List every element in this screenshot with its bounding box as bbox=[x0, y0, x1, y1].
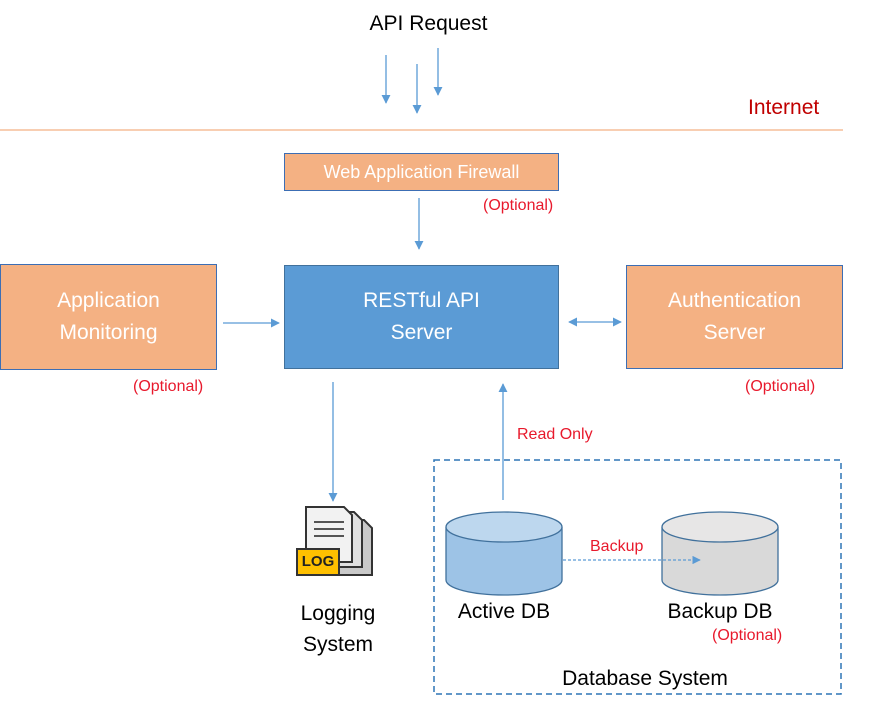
waf-optional-note: (Optional) bbox=[483, 197, 554, 214]
application-monitoring-box: Application Monitoring bbox=[0, 264, 217, 370]
logging-system-label: Logging System bbox=[300, 602, 376, 656]
backup-arrow-label: Backup bbox=[590, 538, 644, 555]
authentication-server-box: Authentication Server bbox=[626, 265, 843, 369]
log-icon-text: LOG bbox=[301, 553, 335, 570]
backup-db-optional-note: (Optional) bbox=[712, 627, 783, 644]
auth-optional-note: (Optional) bbox=[745, 378, 816, 395]
log-document-icon bbox=[296, 506, 373, 576]
waf-box: Web Application Firewall bbox=[284, 153, 559, 191]
read-only-label: Read Only bbox=[517, 426, 593, 443]
active-db-cylinder bbox=[445, 511, 563, 596]
database-system-label: Database System bbox=[562, 667, 728, 690]
diagram-title: API Request bbox=[369, 12, 488, 35]
internet-label: Internet bbox=[748, 96, 820, 119]
restful-api-server-box: RESTful API Server bbox=[284, 265, 559, 369]
backup-db-label: Backup DB bbox=[667, 600, 773, 623]
backup-db-cylinder bbox=[661, 511, 779, 596]
monitoring-optional-note: (Optional) bbox=[133, 378, 204, 395]
active-db-label: Active DB bbox=[457, 600, 551, 623]
database-system-boundary bbox=[433, 459, 842, 695]
